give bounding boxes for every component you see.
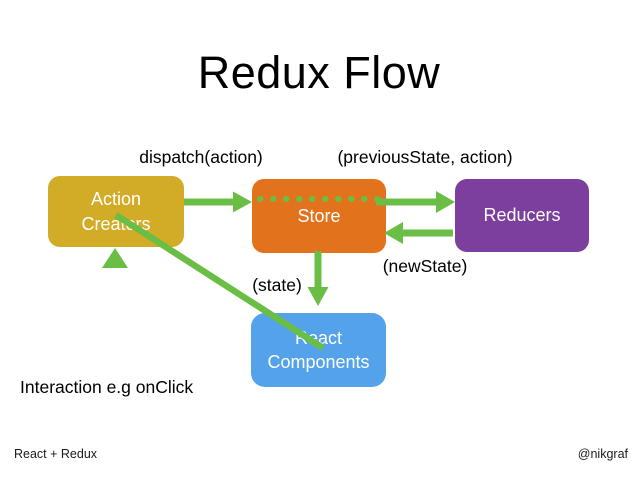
footer-author-handle: @nikgraf bbox=[577, 447, 628, 461]
slide-title: Redux Flow bbox=[197, 47, 441, 98]
arrow-new-state-icon bbox=[384, 222, 453, 244]
arrow-interaction-icon bbox=[102, 212, 325, 351]
arrow-dispatch-icon bbox=[184, 191, 252, 213]
node-store: Store bbox=[252, 179, 386, 253]
node-action-creators: Action Creators bbox=[48, 176, 184, 247]
node-store-label: Store bbox=[297, 205, 341, 226]
arrow-state-icon bbox=[307, 251, 329, 306]
footer-deck-title: React + Redux bbox=[14, 447, 98, 461]
node-reducers: Reducers bbox=[455, 179, 589, 252]
node-reducers-label: Reducers bbox=[483, 205, 561, 226]
label-previous-state-action: (previousState, action) bbox=[337, 147, 513, 167]
label-interaction-onclick: Interaction e.g onClick bbox=[20, 377, 194, 397]
label-new-state: (newState) bbox=[382, 256, 468, 276]
node-react-components: React Components bbox=[251, 313, 386, 387]
arrow-previous-state-icon bbox=[376, 191, 455, 213]
label-state: (state) bbox=[252, 275, 302, 295]
node-react-components-label: React Components bbox=[267, 327, 370, 372]
label-dispatch-action: dispatch(action) bbox=[139, 147, 263, 167]
